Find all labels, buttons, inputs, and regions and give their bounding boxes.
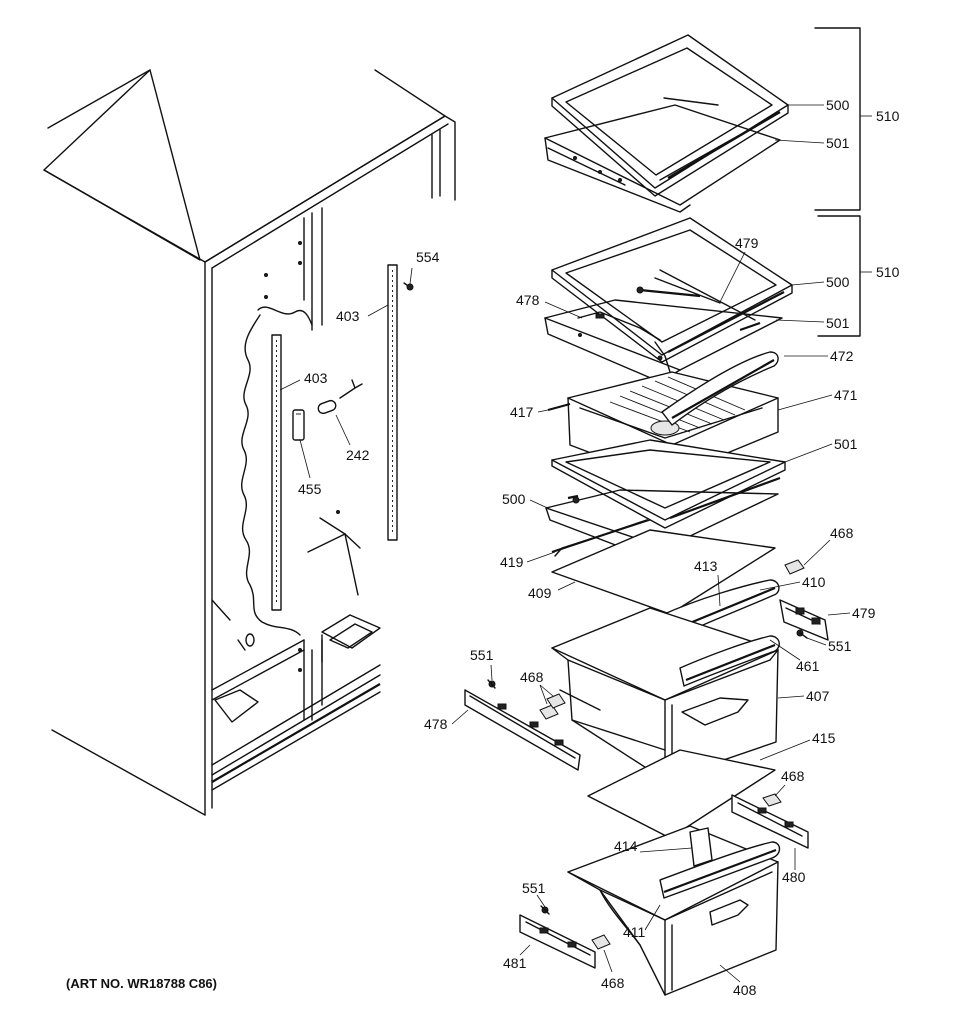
part-242 xyxy=(317,379,363,415)
art-number: (ART NO. WR18788 C86) xyxy=(66,976,217,991)
label-500: 500 xyxy=(502,491,526,507)
label-414: 414 xyxy=(614,838,638,854)
label-403: 403 xyxy=(336,308,360,324)
label-468: 468 xyxy=(520,669,544,685)
caps-468-left xyxy=(539,693,566,720)
label-411: 411 xyxy=(623,924,646,940)
label-242: 242 xyxy=(346,447,370,463)
part-455 xyxy=(292,409,305,441)
label-407: 407 xyxy=(806,688,830,704)
label-461: 461 xyxy=(796,658,820,674)
cap-468-upper xyxy=(784,559,805,575)
label-479: 479 xyxy=(852,605,876,621)
label-468: 468 xyxy=(781,768,805,784)
rod-417 xyxy=(547,402,571,412)
rail-478-upper xyxy=(577,311,671,373)
pan-cover-472 xyxy=(661,351,779,426)
leader-lines xyxy=(279,104,851,983)
bracket-510-top xyxy=(814,27,872,211)
screw-554 xyxy=(403,282,414,291)
refrigerator-cabinet xyxy=(43,69,456,816)
label-468: 468 xyxy=(601,975,625,991)
label-417: 417 xyxy=(510,404,534,420)
callout-labels: 500 501 510 479 500 510 478 501 472 417 … xyxy=(298,97,900,998)
shelf-frame-500-top xyxy=(551,34,789,197)
label-479: 479 xyxy=(735,235,759,251)
label-468: 468 xyxy=(830,525,854,541)
label-408: 408 xyxy=(733,982,757,998)
label-551: 551 xyxy=(828,638,852,654)
label-500: 500 xyxy=(826,97,850,113)
label-419: 419 xyxy=(500,554,524,570)
label-501: 501 xyxy=(826,135,850,151)
label-472: 472 xyxy=(830,348,854,364)
shelf-rail-403-right xyxy=(387,264,398,541)
divider-414 xyxy=(689,827,713,867)
crisper-cover-461 xyxy=(679,635,780,687)
label-481: 481 xyxy=(503,955,527,971)
crisper-pan-407 xyxy=(551,607,779,781)
label-551: 551 xyxy=(470,647,494,663)
crisper-pan-408 xyxy=(567,825,779,996)
label-478: 478 xyxy=(516,292,540,308)
label-478: 478 xyxy=(424,716,448,732)
label-480: 480 xyxy=(782,869,806,885)
slide-478 xyxy=(464,679,581,771)
label-413: 413 xyxy=(694,558,718,574)
label-455: 455 xyxy=(298,481,322,497)
label-409: 409 xyxy=(528,585,552,601)
label-510: 510 xyxy=(876,264,900,280)
screw-551-right xyxy=(796,629,808,639)
slide-481 xyxy=(519,905,611,969)
label-410: 410 xyxy=(802,574,826,590)
bracket-510-second xyxy=(817,215,872,337)
label-510: 510 xyxy=(876,108,900,124)
label-500: 500 xyxy=(826,274,850,290)
label-501: 501 xyxy=(826,315,850,331)
label-403: 403 xyxy=(304,370,328,386)
glass-cover-415 xyxy=(587,749,776,839)
label-471: 471 xyxy=(834,387,858,403)
label-554: 554 xyxy=(416,249,440,265)
cover-411 xyxy=(659,841,781,899)
label-501: 501 xyxy=(834,436,858,452)
shelf-frame-501-third xyxy=(551,439,786,529)
label-415: 415 xyxy=(812,730,836,746)
slide-479 xyxy=(779,599,829,641)
frame-419 xyxy=(554,519,651,557)
shelf-rail-403-left xyxy=(271,334,282,611)
slide-480 xyxy=(731,793,809,849)
label-551: 551 xyxy=(522,880,546,896)
